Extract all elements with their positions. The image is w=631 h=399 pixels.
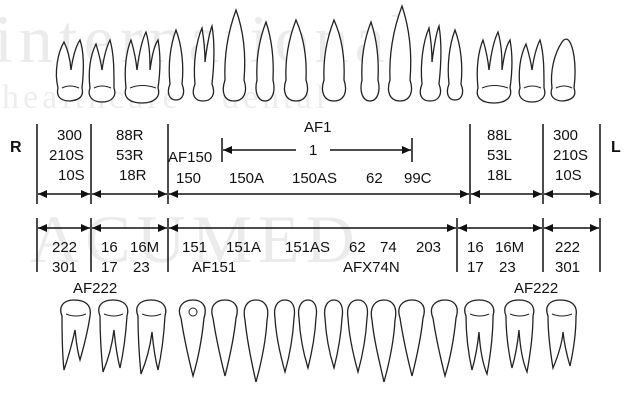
lower-tooth-premolar-right-1 (179, 300, 205, 376)
code-210s-upper-left: 210S (553, 147, 588, 164)
code-151: 151 (182, 239, 207, 256)
code-300-upper-left: 300 (553, 127, 578, 144)
lower-tooth-first-molar-left (465, 300, 494, 374)
code-151as: 151AS (285, 239, 330, 256)
code-afx74n: AFX74N (343, 259, 400, 276)
lower-tooth-central-incisor-right (299, 300, 317, 368)
upper-tooth-premolar-left-2 (447, 30, 462, 100)
code-10s-upper-left: 10S (555, 167, 582, 184)
code-af150: AF150 (168, 149, 212, 166)
code-53l: 53L (487, 147, 512, 164)
code-53r: 53R (116, 147, 144, 164)
lower-tooth-first-molar-right (137, 300, 166, 374)
code-222-lower-left: 222 (555, 239, 580, 256)
code-af222-left: AF222 (514, 280, 558, 297)
code-16-lower-left: 16 (467, 239, 484, 256)
lower-tooth-third-molar-left (547, 300, 577, 368)
code-222-lower-right: 222 (52, 239, 77, 256)
upper-tooth-premolar-left-1 (420, 26, 441, 101)
lower-tooth-lateral-incisor-right (275, 300, 295, 372)
code-88l: 88L (487, 127, 512, 144)
side-left-label: L (611, 139, 621, 156)
code-301-lower-right: 301 (52, 259, 77, 276)
code-301-lower-left: 301 (555, 259, 580, 276)
upper-left-premolar-labels: 88L 53L 18L (487, 127, 512, 184)
code-88r: 88R (116, 127, 144, 144)
code-16-lower-right: 16 (101, 239, 118, 256)
lower-tooth-canine-right (244, 300, 268, 382)
code-17-lower-right: 17 (101, 259, 118, 276)
lower-tooth-canine-left (371, 300, 395, 382)
code-151a: 151A (226, 239, 261, 256)
code-af1: AF1 (304, 119, 332, 136)
code-23-lower-left: 23 (499, 259, 516, 276)
lower-tooth-second-molar-right (99, 300, 128, 372)
upper-right-premolar-labels: 88R 53R 18R (116, 127, 147, 184)
code-74: 74 (380, 239, 397, 256)
code-99c: 99C (404, 170, 432, 187)
code-150a: 150A (229, 170, 264, 187)
lower-tooth-third-molar-right (61, 300, 91, 370)
code-10s-upper-right: 10S (58, 167, 85, 184)
lower-tooth-second-molar-left (505, 300, 534, 372)
side-right-label: R (10, 139, 22, 156)
upper-tooth-first-molar-left (477, 32, 512, 103)
lower-tooth-lateral-incisor-left (348, 300, 368, 372)
code-203: 203 (416, 239, 441, 256)
code-18r: 18R (119, 167, 147, 184)
code-16m-lower-left: 16M (495, 239, 524, 256)
code-17-lower-left: 17 (467, 259, 484, 276)
code-150as: 150AS (292, 170, 337, 187)
lower-tooth-central-incisor-left (325, 300, 343, 368)
lower-teeth (61, 300, 577, 382)
upper-tooth-second-molar-left (519, 40, 545, 102)
code-150: 150 (176, 170, 201, 187)
lower-tooth-premolar-right-2 (212, 300, 237, 376)
code-210s-upper-right: 210S (49, 147, 84, 164)
lower-tooth-premolar-left-2 (431, 300, 457, 376)
lower-left-premolar-labels: 16 16M 17 23 (467, 239, 524, 276)
code-1: 1 (309, 142, 317, 159)
code-af151: AF151 (192, 259, 236, 276)
code-62-upper: 62 (366, 170, 383, 187)
code-300-upper-right: 300 (57, 127, 82, 144)
upper-tooth-third-molar-left (551, 39, 575, 101)
code-16m-lower-right: 16M (130, 239, 159, 256)
upper-right-molar-labels: 300 210S 10S (49, 127, 85, 184)
watermark-line-2: healthcare · dental (2, 79, 329, 116)
code-18l: 18L (487, 167, 512, 184)
upper-left-molar-labels: 300 210S 10S (553, 127, 588, 184)
code-23-lower-right: 23 (133, 259, 150, 276)
code-62-lower: 62 (349, 239, 366, 256)
upper-anterior-labels: AF150 AF1 1 150 150A 150AS 62 99C (168, 119, 432, 187)
code-af222-right: AF222 (73, 280, 117, 297)
lower-tooth-premolar-left-1 (399, 300, 424, 376)
